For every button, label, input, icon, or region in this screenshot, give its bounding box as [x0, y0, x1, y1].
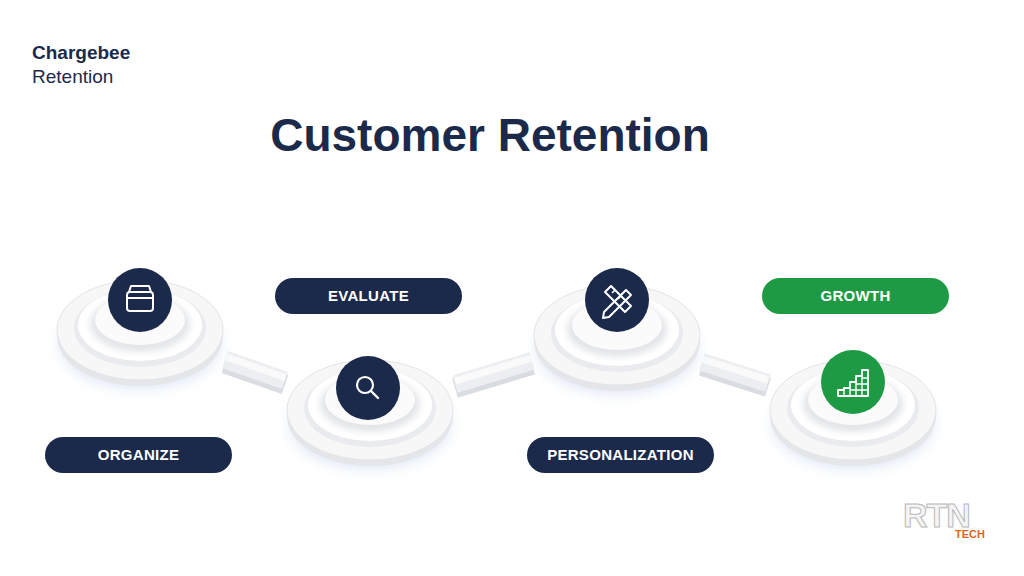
magnifier-icon	[336, 356, 400, 420]
archive-icon	[108, 268, 172, 332]
brand-label: Retention	[32, 66, 113, 88]
brand-label: Chargebee	[32, 42, 130, 64]
stage-label: EVALUATE	[275, 278, 462, 314]
connecting-bar	[702, 359, 768, 387]
pedestal-shape	[532, 275, 702, 395]
stage-label: GROWTH	[762, 278, 949, 314]
bar-highlight	[455, 358, 532, 381]
connecting-bar	[225, 357, 285, 385]
pedestal-shape	[55, 270, 225, 390]
stage-pedestal: ORGANIZE	[55, 270, 225, 390]
stage-label: ORGANIZE	[45, 437, 232, 473]
pedestal-shape	[285, 350, 455, 470]
bar-highlight	[225, 357, 285, 378]
stage-pedestal: PERSONALIZATION	[532, 275, 702, 395]
diagram-title: Customer Retention	[0, 108, 980, 162]
pedestal-shape	[768, 350, 938, 470]
stage-pedestal: GROWTH	[768, 350, 938, 470]
bar-highlight	[702, 359, 768, 380]
growth-steps-icon	[821, 350, 885, 414]
connecting-bar	[455, 358, 532, 388]
stage-label: PERSONALIZATION	[527, 437, 714, 473]
stage-pedestal: EVALUATE	[285, 350, 455, 470]
watermark-text: TECH	[955, 528, 985, 540]
pencil-ruler-icon	[585, 268, 649, 332]
